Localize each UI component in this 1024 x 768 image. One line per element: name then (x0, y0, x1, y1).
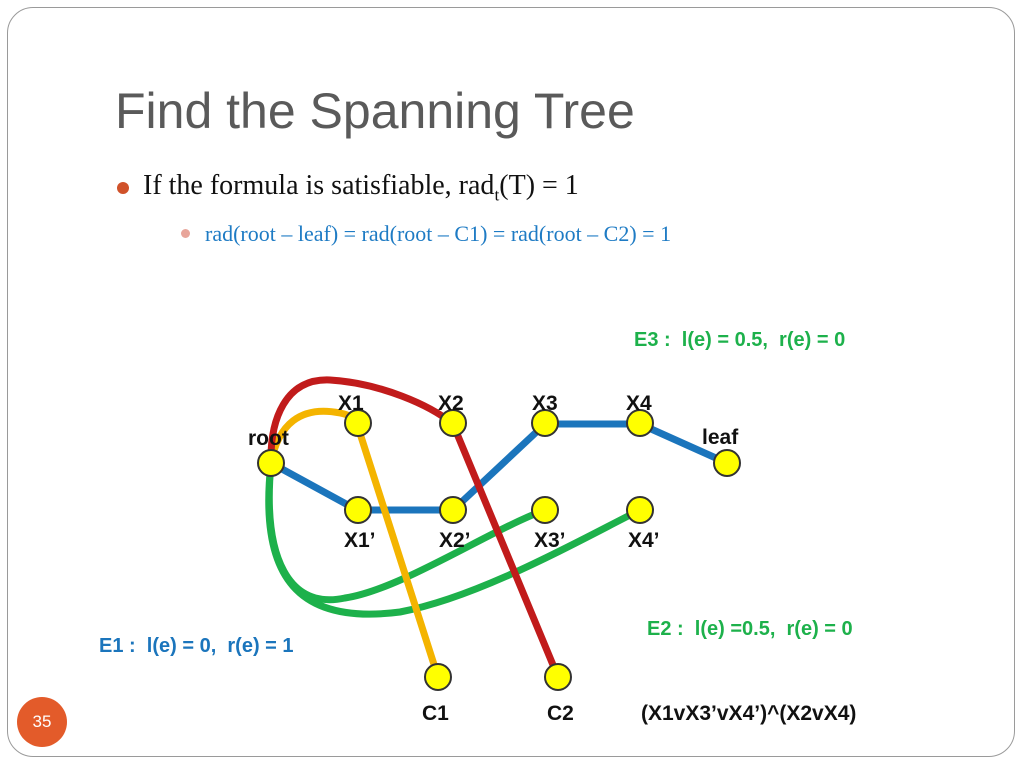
node-x2 (439, 409, 467, 437)
node-x3p (531, 496, 559, 524)
formula: (X1vX3’vX4’)^(X2vX4) (641, 702, 856, 725)
bullet-1-text: If the formula is satisfiable, rad (143, 170, 495, 201)
label-x3: X3 (532, 392, 558, 415)
label-c2: C2 (547, 702, 574, 725)
node-x1p (344, 496, 372, 524)
label-x2p: X2’ (439, 529, 471, 552)
label-c1: C1 (422, 702, 449, 725)
node-root (257, 449, 285, 477)
label-root: root (248, 427, 289, 450)
edge-blue-path (267, 420, 731, 514)
node-c1 (424, 663, 452, 691)
label-leaf: leaf (702, 426, 739, 449)
edge-label-e1: E1 : l(e) = 0, r(e) = 1 (99, 635, 294, 657)
edge-red-c2 (267, 376, 562, 681)
bullet-dot (117, 182, 129, 194)
node-c2 (544, 663, 572, 691)
sub-bullet-dot (181, 229, 190, 238)
node-x1 (344, 409, 372, 437)
node-x3 (531, 409, 559, 437)
label-x4p: X4’ (628, 529, 660, 552)
label-x2: X2 (438, 392, 464, 415)
edge-label-e3: E3 : l(e) = 0.5, r(e) = 0 (634, 329, 845, 351)
bullet-1-subscript: t (494, 185, 500, 205)
edge-label-e2: E2 : l(e) =0.5, r(e) = 0 (647, 618, 853, 640)
node-x2p (439, 496, 467, 524)
page-number: 35 (32, 712, 52, 731)
label-x3p: X3’ (534, 529, 566, 552)
node-x4 (626, 409, 654, 437)
label-x4: X4 (626, 392, 652, 415)
node-leaf (713, 449, 741, 477)
slide-frame (7, 7, 1015, 757)
label-x1p: X1’ (344, 529, 376, 552)
bullet-2: rad(root – leaf) = rad(root – C1) = rad(… (205, 221, 672, 246)
slide-title: Find the Spanning Tree (115, 83, 635, 139)
label-x1: X1 (338, 392, 364, 415)
node-x4p (626, 496, 654, 524)
bullet-1: If the formula is satisfiable, radt(T) =… (143, 170, 579, 206)
page-number-badge: 35 (17, 697, 67, 747)
edge-green-x4p (265, 459, 644, 618)
bullet-1-suffix: (T) = 1 (499, 170, 579, 201)
